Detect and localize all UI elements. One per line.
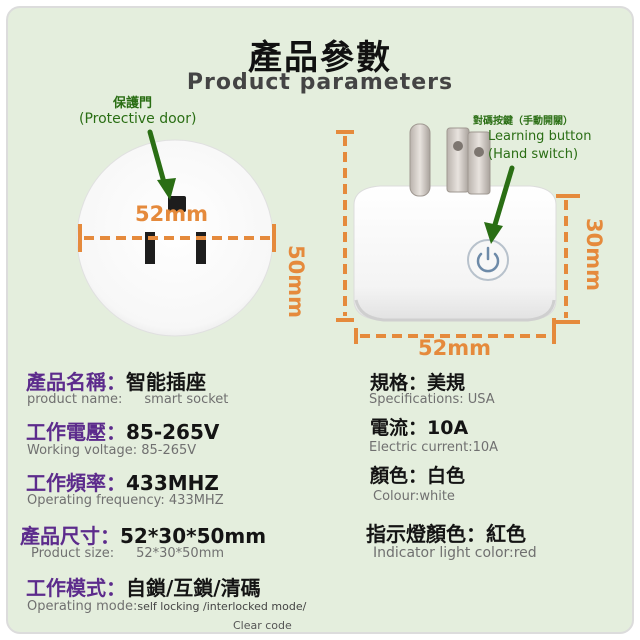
learning-button-label-en-2: (Hand switch) bbox=[488, 147, 579, 162]
spec-indicator-en: Indicator light color:red bbox=[373, 545, 537, 561]
spec-frequency-en: Operating frequency: 433MHZ bbox=[27, 493, 224, 508]
front-view bbox=[76, 129, 276, 337]
spec-voltage: 工作電壓：85-265V bbox=[26, 416, 219, 445]
spec-voltage-value: 85-265V bbox=[126, 420, 220, 444]
spec-voltage-label: 工作電壓： bbox=[26, 420, 126, 444]
depth-label: 30mm bbox=[582, 218, 606, 291]
spec-colour-en: Colour:white bbox=[373, 489, 455, 504]
front-width-label: 52mm bbox=[135, 202, 208, 226]
spec-mode-en: Operating mode:self locking /interlocked… bbox=[27, 599, 306, 614]
side-width-label: 52mm bbox=[418, 336, 491, 360]
spec-size-value: 52*30*50mm bbox=[120, 524, 267, 548]
protective-door-slot bbox=[168, 196, 186, 212]
spec-voltage-en: Working voltage: 85-265V bbox=[27, 443, 197, 458]
spec-current-en: Electric current:10A bbox=[369, 440, 499, 455]
spec-mode-en-label: Operating mode: bbox=[27, 599, 138, 614]
right-blade bbox=[467, 131, 491, 195]
spec-mode-label: 工作模式： bbox=[26, 576, 126, 600]
spec-mode-en-value-2: Clear code bbox=[233, 619, 292, 632]
protective-door-arrow bbox=[147, 129, 176, 200]
spec-indicator: 指示燈顏色：紅色 bbox=[366, 518, 526, 547]
page-title: 產品參數 bbox=[248, 38, 392, 78]
spec-mode-en-value: self locking /interlocked mode/ bbox=[137, 600, 307, 613]
side-width-dimension bbox=[354, 318, 556, 344]
spec-name-value: 智能插座 bbox=[126, 370, 206, 394]
height-dimension bbox=[336, 130, 354, 322]
spec-name-en-label: product name: bbox=[27, 392, 123, 407]
ground-prong bbox=[409, 123, 431, 197]
spec-name-en: product name: smart socket bbox=[27, 392, 228, 407]
protective-door-label-en: (Protective door) bbox=[79, 111, 197, 127]
learning-button bbox=[467, 239, 509, 281]
spec-size-label: 產品尺寸： bbox=[20, 524, 120, 548]
learning-button-label-en-1: Learning button bbox=[488, 129, 592, 144]
spec-specification: 規格：美規 bbox=[370, 368, 465, 395]
spec-frequency-value: 433MHZ bbox=[126, 471, 219, 495]
spec-mode: 工作模式：自鎖/互鎖/清碼 bbox=[26, 572, 261, 601]
spec-indicator-value: 紅色 bbox=[486, 522, 526, 546]
spec-name-label: 產品名稱： bbox=[26, 370, 126, 394]
spec-size-en: Product size: 52*30*50mm bbox=[31, 546, 224, 561]
learning-button-label-zh: 對碼按鍵（手動開關） bbox=[473, 116, 573, 127]
learning-button-arrow bbox=[484, 165, 515, 244]
spec-size: 產品尺寸：52*30*50mm bbox=[20, 520, 266, 549]
depth-dimension bbox=[556, 194, 580, 324]
socket-body bbox=[353, 185, 557, 321]
left-blade bbox=[446, 127, 470, 193]
plug-prongs bbox=[409, 123, 491, 197]
page-subtitle: Product parameters bbox=[186, 70, 454, 95]
spec-current-label: 電流： bbox=[370, 417, 428, 439]
side-view bbox=[336, 123, 580, 344]
protective-door-label-zh: 保護門 bbox=[113, 96, 153, 111]
spec-frequency: 工作頻率：433MHZ bbox=[26, 467, 219, 496]
spec-name-en-value: smart socket bbox=[144, 392, 229, 407]
spec-size-en-value: 52*30*50mm bbox=[136, 546, 225, 561]
spec-colour: 顏色：白色 bbox=[370, 461, 465, 488]
spec-colour-label: 顏色： bbox=[370, 465, 428, 487]
height-label: 50mm bbox=[284, 245, 308, 318]
spec-mode-value: 自鎖/互鎖/清碼 bbox=[126, 576, 261, 600]
spec-specification-label: 規格： bbox=[370, 372, 428, 394]
spec-current-value: 10A bbox=[427, 417, 469, 439]
spec-indicator-label: 指示燈顏色： bbox=[366, 522, 486, 546]
spec-specification-en: Specifications: USA bbox=[369, 392, 495, 407]
spec-size-en-label: Product size: bbox=[31, 546, 115, 561]
spec-name: 產品名稱：智能插座 bbox=[26, 366, 206, 395]
spec-current: 電流：10A bbox=[370, 413, 468, 440]
front-width-dimension bbox=[78, 224, 276, 252]
spec-specification-value: 美規 bbox=[427, 372, 466, 394]
spec-frequency-label: 工作頻率： bbox=[26, 471, 126, 495]
spec-colour-value: 白色 bbox=[427, 465, 466, 487]
